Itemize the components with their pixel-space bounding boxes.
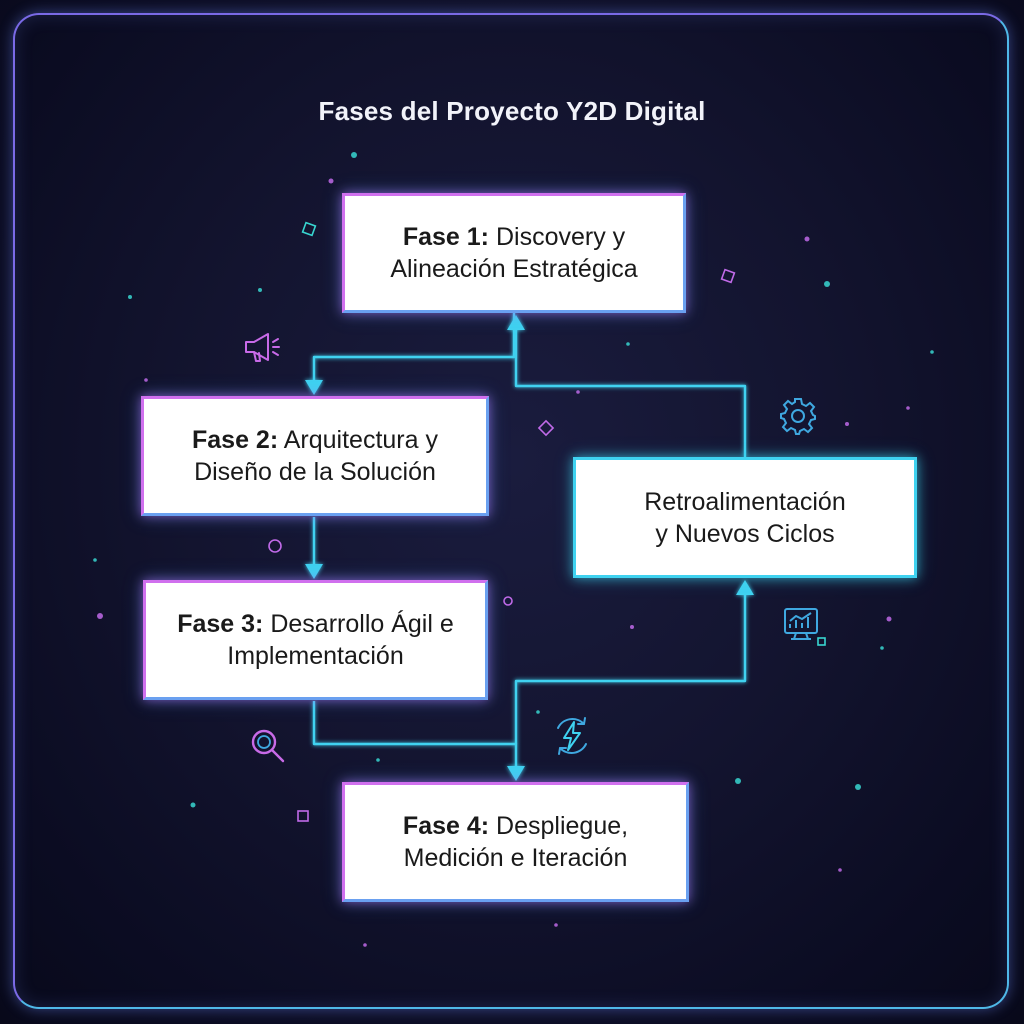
arrowhead-retro [736,580,754,595]
node-fase-4-line2: Medición e Iteración [403,844,628,872]
connector-fase-3-to-fase-4 [312,701,518,774]
gear-icon [780,398,816,435]
node-retro-line2: y Nuevos Ciclos [655,519,835,548]
node-fase-3-label: Fase 3: [177,610,264,638]
node-fase-3-line2: Implementación [227,642,404,670]
diagram-frame [13,13,1009,1009]
node-fase-1-line1: Discovery y [495,223,626,251]
node-fase-2: Fase 2: Arquitectura y Diseño de la Solu… [141,396,489,516]
node-retro-line1: Retroalimentación [644,487,846,516]
diagram-title: Fases del Proyecto Y2D Digital [318,96,706,126]
node-fase-4-label: Fase 4: [402,812,490,840]
node-fase-2-line2: Diseño de la Solución [194,458,436,486]
connector-fase-4-to-retro [514,587,747,744]
node-fase-2-line1: Arquitectura y [283,426,438,454]
node-fase-4-line1: Despliegue, [496,812,629,840]
lightning-cycle-icon [557,717,587,755]
node-fase-2-label: Fase 2: [192,426,279,454]
node-fase-3: Fase 3: Desarrollo Ágil e Implementación [143,580,488,700]
arrowhead-fase-4 [507,766,525,781]
node-fase-4: Fase 4: Despliegue, Medición e Iteración [342,782,689,902]
node-retroalimentacion: Retroalimentación y Nuevos Ciclos [573,457,917,578]
arrowhead-fase-3 [305,564,323,579]
arrowhead-fase-2 [305,380,323,395]
chart-monitor-icon [784,608,818,640]
node-fase-1-label: Fase 1: [402,223,490,251]
arrowhead-fase-1 [507,315,525,330]
connector-fase-1-to-fase-2 [312,313,516,388]
connector-retro-to-fase-1 [514,322,747,457]
node-fase-3-line1: Desarrollo Ágil e [270,610,454,638]
megaphone-icon [245,333,280,362]
magnifier-icon [251,729,285,763]
node-fase-1: Fase 1: Discovery y Alineación Estratégi… [342,193,686,313]
node-fase-1-line2: Alineación Estratégica [390,255,638,283]
